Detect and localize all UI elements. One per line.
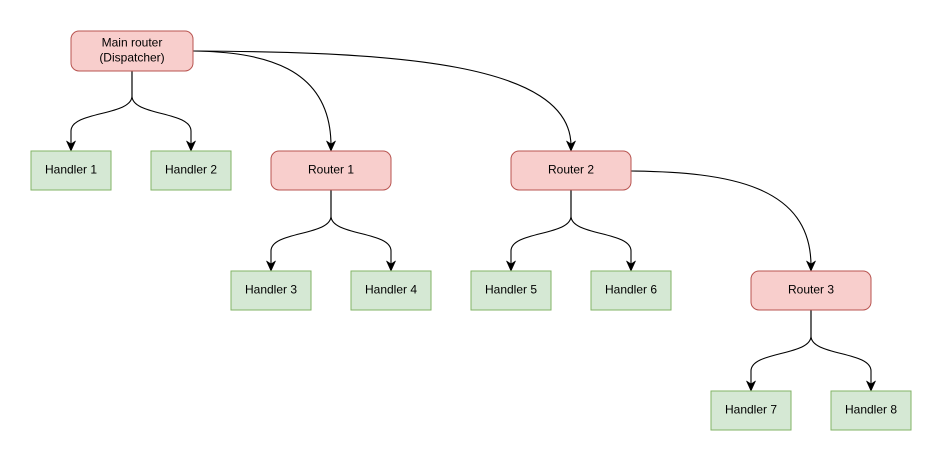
handler-1-shape[interactable] [30,150,112,191]
main-router-shape[interactable] [70,30,194,72]
node-handler-3[interactable]: Handler 3 [230,270,312,311]
edge-line [750,309,812,387]
edge-line [131,70,192,147]
edge-main-to-handler-1 [66,70,133,152]
edge-line [630,170,812,267]
edge-router-2-to-handler-6 [570,189,636,272]
edge-line [810,309,872,387]
edge-main-to-handler-2 [131,70,196,152]
handler-2-shape[interactable] [150,150,232,191]
router-1-shape[interactable] [270,150,392,191]
edges-layer [66,50,876,392]
nodes-layer: Main router(Dispatcher) Handler 1 Handler … [30,30,912,431]
arrowhead-icon [806,260,816,272]
arrowhead-icon [326,140,336,152]
edge-router-1-to-handler-3 [266,189,332,272]
edge-line [192,50,572,147]
arrowhead-icon [186,140,196,152]
node-handler-6[interactable]: Handler 6 [590,270,672,311]
arrowhead-icon [866,380,876,392]
arrowhead-icon [566,140,576,152]
edge-router-2-to-router-3 [630,170,816,272]
edge-line [70,70,133,147]
node-handler-4[interactable]: Handler 4 [350,270,432,311]
node-handler-1[interactable]: Handler 1 [30,150,112,191]
edge-router-3-to-handler-8 [810,309,876,392]
router-2-shape[interactable] [510,150,632,191]
arrowhead-icon [386,260,396,272]
edge-router-1-to-handler-4 [330,189,396,272]
handler-6-shape[interactable] [590,270,672,311]
arrowhead-icon [66,140,76,152]
node-handler-5[interactable]: Handler 5 [470,270,552,311]
handler-3-shape[interactable] [230,270,312,311]
router-3-shape[interactable] [750,270,872,311]
arrowhead-icon [746,380,756,392]
edge-line [510,189,572,267]
node-handler-8[interactable]: Handler 8 [830,390,912,431]
edge-main-to-router-1 [192,50,336,152]
handler-5-shape[interactable] [470,270,552,311]
node-handler-7[interactable]: Handler 7 [710,390,792,431]
handler-4-shape[interactable] [350,270,432,311]
node-router-2[interactable]: Router 2 [510,150,632,191]
arrowhead-icon [266,260,276,272]
node-router-1[interactable]: Router 1 [270,150,392,191]
arrowhead-icon [506,260,516,272]
edge-line [330,189,392,267]
handler-8-shape[interactable] [830,390,912,431]
edge-line [570,189,632,267]
node-main-router[interactable]: Main router(Dispatcher) [70,30,194,72]
edge-router-3-to-handler-7 [746,309,812,392]
arrowhead-icon [626,260,636,272]
node-handler-2[interactable]: Handler 2 [150,150,232,191]
node-router-3[interactable]: Router 3 [750,270,872,311]
handler-7-shape[interactable] [710,390,792,431]
edge-router-2-to-handler-5 [506,189,572,272]
edge-line [192,50,332,147]
edge-main-to-router-2 [192,50,576,152]
edge-line [270,189,332,267]
